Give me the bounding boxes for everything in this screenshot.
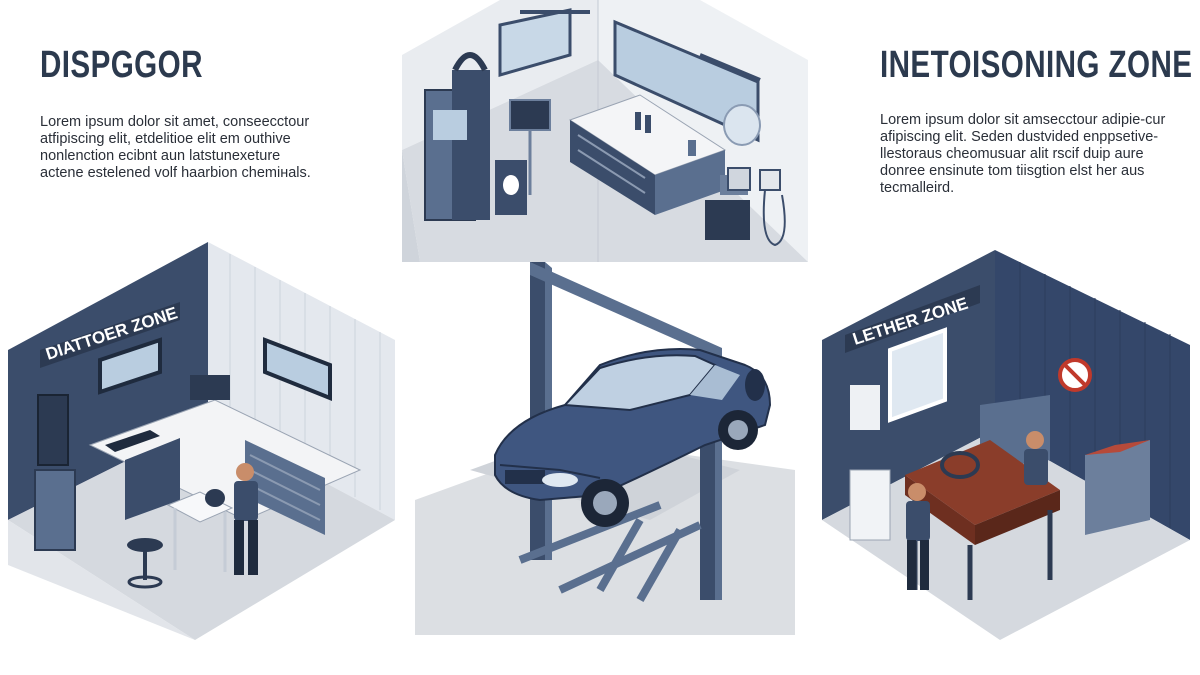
inspection-description-line: afipiscing elit. Seden dustvided enppset… [880, 129, 1159, 145]
inspection-description-line: llestoraus cheomusuar alit rscif duip au… [880, 146, 1144, 162]
left-room: DIATTOER ZONE [8, 242, 395, 640]
inspection-zone-heading: INETOISONING ZONE [880, 44, 1193, 86]
inspection-description-line: Lorem ipsum dolor sit amsecctour adipie-… [880, 112, 1166, 128]
inspection-description-line: tecmalleird. [880, 180, 955, 196]
inspection-zone-description: Lorem ipsum dolor sit amsecctour adipie-… [880, 112, 1165, 197]
diagnosis-description-line: Lorem ipsum dolor sit amet, conseecctour [40, 114, 310, 130]
diagnosis-heading: DISPGGOR [40, 44, 203, 86]
diagnosis-description-line: nonlenction ecibnt aun latstunexeture [40, 148, 281, 164]
top-room [402, 0, 808, 262]
center-lift-bay [415, 262, 795, 635]
diagnosis-description-line: atfipiscing elit, etdelitioe elit em out… [40, 131, 291, 147]
inspection-description-line: donree ensinute tom tiisgtion elst her a… [880, 163, 1145, 179]
diagnosis-description: Lorem ipsum dolor sit amet, conseecctour… [40, 114, 311, 182]
right-room: LETHER ZONE [822, 250, 1190, 640]
diagnosis-description-line: actene estelened volf haarbion chemінals… [40, 165, 311, 181]
